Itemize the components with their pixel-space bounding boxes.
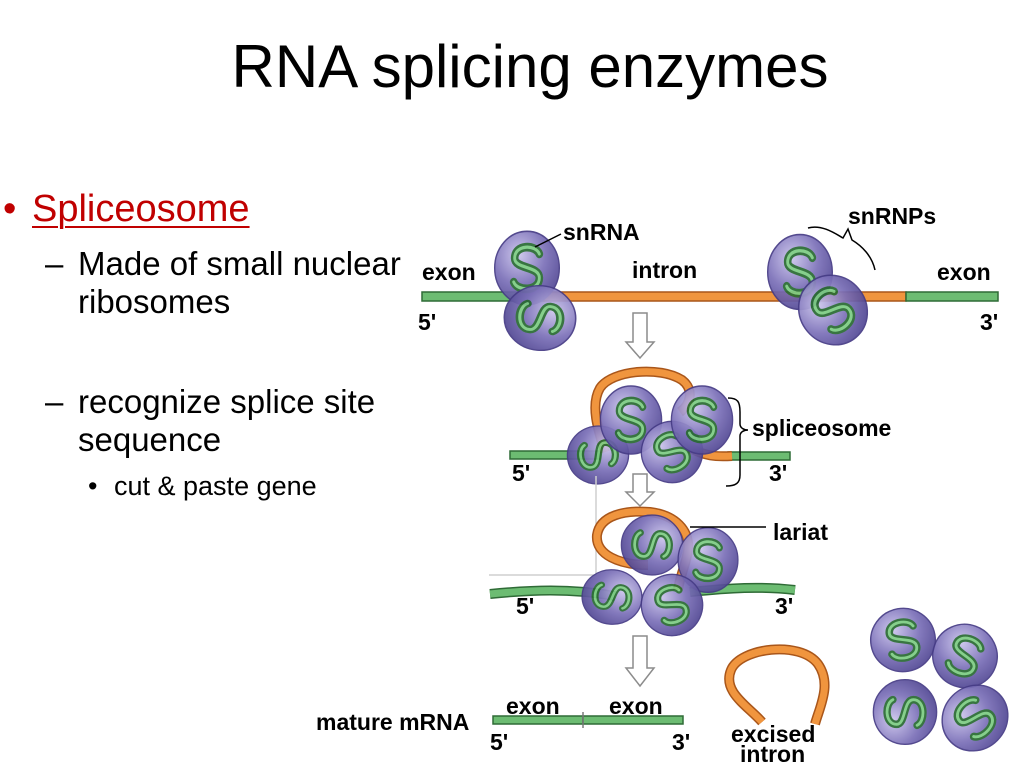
five-prime-label: 5' — [516, 593, 534, 619]
down-arrow — [624, 635, 656, 688]
down-arrow — [624, 312, 656, 360]
snrnp-particle — [866, 603, 941, 676]
snrnp-particle — [924, 615, 1006, 697]
exon-label: exon — [937, 259, 991, 285]
intron-label: intron — [632, 257, 697, 283]
five-prime-label: 5' — [418, 309, 436, 335]
sub-bullet-line: Made of small nuclear — [78, 245, 401, 282]
five-prime-label: 5' — [512, 460, 530, 486]
sub-bullet-recognize: recognize splice site sequence — [78, 383, 375, 459]
three-prime-label: 3' — [672, 729, 690, 755]
exon-strand — [905, 291, 999, 302]
down-arrow — [624, 473, 656, 508]
three-prime-label: 3' — [769, 460, 787, 486]
snrnps-brace — [807, 226, 876, 271]
bullet-spliceosome: Spliceosome — [32, 188, 250, 230]
snrnp-particle — [621, 515, 682, 575]
snrnps-label: snRNPs — [848, 203, 936, 229]
three-prime-label: 3' — [980, 309, 998, 335]
snrnp-particle — [671, 386, 732, 454]
snrnp-particle — [873, 680, 936, 745]
snrna-label: snRNA — [563, 219, 640, 245]
sub-bullet-marker: – — [45, 245, 64, 282]
sub-bullet-marker: – — [45, 383, 64, 420]
sub-sub-bullet-marker: • — [88, 471, 98, 501]
slide-title: RNA splicing enzymes — [231, 33, 829, 100]
sub-bullet-line: recognize splice site — [78, 383, 376, 420]
snrnp-particle — [580, 567, 644, 626]
snrna-pointer-line — [534, 233, 562, 248]
excised-intron-label: excised — [731, 721, 815, 747]
three-prime-label: 3' — [775, 593, 793, 619]
exon-label: exon — [609, 693, 663, 719]
spliceosome-bracket — [725, 397, 749, 487]
sub-bullet-made-of: Made of small nuclear ribosomes — [78, 245, 401, 321]
snrnp-particle — [929, 672, 1022, 765]
sub-sub-bullet-cut-paste: cut & paste gene — [114, 471, 317, 501]
exon-label: exon — [422, 259, 476, 285]
exon-label: exon — [506, 693, 560, 719]
bullet-marker: • — [3, 188, 17, 230]
excised-intron-label: intron — [740, 741, 805, 767]
spliceosome-label: spliceosome — [752, 415, 891, 441]
sub-bullet-line: sequence — [78, 421, 222, 458]
five-prime-label: 5' — [490, 729, 508, 755]
mature-mrna-label: mature mRNA — [316, 709, 469, 735]
excised-intron-loop — [724, 644, 830, 726]
figure-edge-line — [489, 476, 597, 576]
lariat-label: lariat — [773, 519, 828, 545]
exon-strand — [727, 451, 791, 461]
sub-bullet-line: ribosomes — [78, 283, 231, 320]
